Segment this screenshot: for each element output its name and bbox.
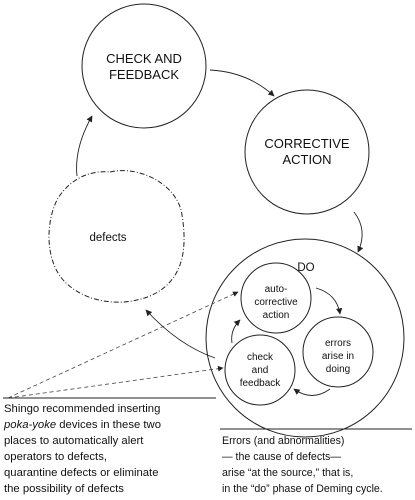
check-feedback-label-1: CHECK AND	[106, 51, 182, 66]
arrow-defects-to-check	[76, 115, 93, 177]
right-note-line-2: — the cause of defects—	[222, 451, 341, 463]
errors-label-3: doing	[326, 364, 350, 375]
errors-label-2: arise in	[322, 351, 354, 362]
do-label: DO	[297, 262, 314, 274]
right-note: Errors (and abnormalities) — the cause o…	[222, 433, 414, 497]
right-note-line-3: arise “at the source,” that is,	[222, 467, 354, 479]
pointer-to-auto-corrective	[7, 291, 239, 399]
check-feedback-label-2: FEEDBACK	[109, 67, 179, 82]
inner-check-label-2: and	[252, 365, 269, 376]
check-feedback-node	[81, 3, 207, 129]
pointer-to-inner-check	[7, 365, 224, 399]
right-note-line-1: Errors (and abnormalities)	[222, 435, 345, 447]
poka-yoke-term: poka-yoke	[4, 419, 57, 431]
arrow-corrective-to-do	[353, 211, 364, 253]
corrective-label-1: CORRECTIVE	[264, 136, 350, 151]
inner-check-label-1: check	[247, 352, 274, 363]
arrow-errors-to-check	[293, 388, 331, 396]
arrow-auto-to-errors	[315, 287, 343, 315]
left-note-line-4: operators to defects,	[4, 451, 107, 463]
corrective-label-2: ACTION	[282, 152, 331, 167]
left-note-line-1: Shingo recommended inserting	[4, 403, 161, 415]
auto-corrective-node	[240, 262, 312, 334]
auto-corrective-label-3: action	[263, 310, 290, 321]
left-note-line-2: poka-yoke devices in these two	[4, 417, 218, 433]
auto-corrective-label-2: corrective	[254, 297, 298, 308]
defects-label: defects	[89, 232, 126, 244]
errors-label-1: errors	[325, 338, 351, 349]
left-note-line-6: the possibility of defects	[4, 483, 124, 495]
arrow-check-to-auto	[231, 319, 241, 344]
left-note: Shingo recommended inserting poka-yoke d…	[4, 401, 218, 497]
inner-check-node	[224, 334, 296, 406]
auto-corrective-label-1: auto-	[265, 284, 288, 295]
left-note-line-2-rest: devices in these two	[56, 419, 161, 431]
left-note-line-5: quarantine defects or eliminate	[4, 467, 159, 479]
inner-check-label-3: feedback	[240, 378, 282, 389]
defects-node	[48, 170, 185, 303]
errors-node	[302, 316, 374, 388]
do-node	[205, 238, 405, 438]
arrow-check-to-corrective	[209, 69, 275, 97]
left-note-line-3: places to automatically alert	[4, 435, 144, 447]
arrow-do-to-defects	[145, 309, 216, 359]
corrective-action-node	[244, 89, 370, 215]
right-note-line-4: in the “do” phase of Deming cycle.	[222, 483, 383, 495]
